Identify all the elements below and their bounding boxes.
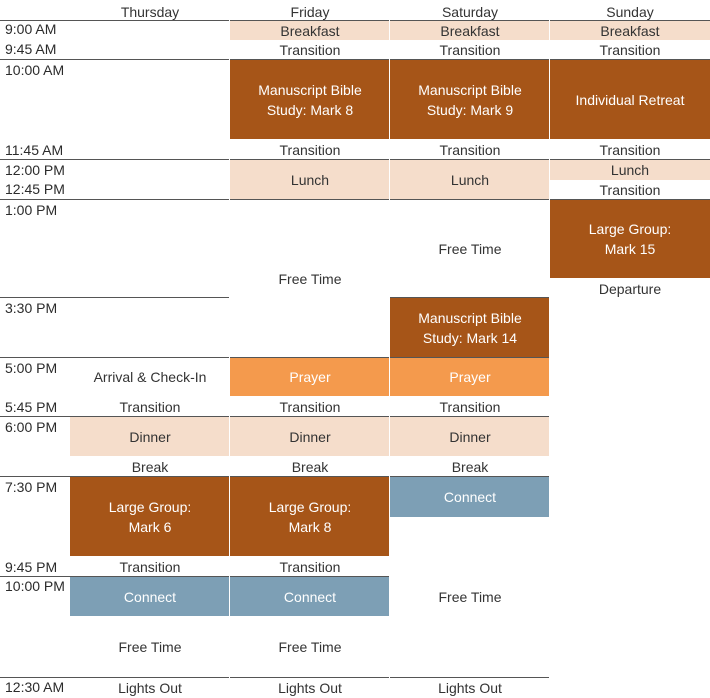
event-free-time-saturday[interactable]: Free Time <box>438 240 502 257</box>
event-dinner-friday[interactable]: Dinner <box>230 417 390 456</box>
row-divider <box>390 297 550 298</box>
event-lights-out-friday[interactable]: Lights Out <box>278 679 342 696</box>
row-divider <box>0 677 550 678</box>
event-dinner-thursday[interactable]: Dinner <box>70 417 230 456</box>
time-label: 6:00 PM <box>5 419 58 435</box>
time-label: 3:30 PM <box>5 300 58 316</box>
event-lights-out-saturday[interactable]: Lights Out <box>438 679 502 696</box>
event-prayer-friday[interactable]: Prayer <box>230 358 390 396</box>
event-free-time-friday[interactable]: Free Time <box>278 270 342 287</box>
event-large-group-mark15[interactable]: Large Group: Mark 15 <box>550 200 710 278</box>
time-label: 12:00 PM <box>5 162 65 178</box>
event-lunch-saturday[interactable]: Lunch <box>390 160 550 199</box>
event-transition-thursday[interactable]: Transition <box>119 398 181 415</box>
day-header-friday: Friday <box>290 4 330 20</box>
row-divider <box>0 416 550 417</box>
event-transition-sunday[interactable]: Transition <box>599 141 661 158</box>
column-separator <box>229 0 230 698</box>
event-breakfast-friday[interactable]: Breakfast <box>230 21 390 40</box>
event-connect-friday[interactable]: Connect <box>230 577 390 616</box>
row-divider <box>0 199 710 200</box>
time-label: 5:00 PM <box>5 360 58 376</box>
event-transition-friday[interactable]: Transition <box>279 398 341 415</box>
day-header-sunday: Sunday <box>606 4 654 20</box>
event-lunch-friday[interactable]: Lunch <box>230 160 390 199</box>
event-manuscript-study-mark8[interactable]: Manuscript Bible Study: Mark 8 <box>230 60 390 139</box>
time-label: 11:45 AM <box>5 142 64 158</box>
event-break-friday[interactable]: Break <box>291 458 329 475</box>
event-connect-saturday[interactable]: Connect <box>390 477 550 517</box>
row-divider <box>0 159 710 160</box>
event-transition-saturday[interactable]: Transition <box>439 141 501 158</box>
row-divider <box>0 297 230 298</box>
day-header-thursday: Thursday <box>120 4 180 20</box>
event-departure[interactable]: Departure <box>598 280 662 297</box>
time-label: 12:30 AM <box>5 679 65 695</box>
event-free-time-saturday-night[interactable]: Free Time <box>438 589 502 605</box>
day-header-saturday: Saturday <box>441 4 499 20</box>
time-label: 12:45 PM <box>5 181 65 197</box>
row-divider <box>0 576 390 577</box>
time-label: 5:45 PM <box>5 399 58 415</box>
time-label: 10:00 AM <box>5 62 65 78</box>
event-prayer-saturday[interactable]: Prayer <box>390 358 550 396</box>
event-arrival-checkin[interactable]: Arrival & Check-In <box>93 369 207 385</box>
time-label: 7:30 PM <box>5 479 58 495</box>
event-large-group-mark8[interactable]: Large Group: Mark 8 <box>230 477 390 556</box>
event-transition-saturday[interactable]: Transition <box>439 398 501 415</box>
column-separator <box>389 0 390 698</box>
time-label: 1:00 PM <box>5 202 58 218</box>
time-label: 10:00 PM <box>5 578 65 594</box>
event-manuscript-study-mark14[interactable]: Manuscript Bible Study: Mark 14 <box>390 298 550 357</box>
event-dinner-saturday[interactable]: Dinner <box>390 417 550 456</box>
event-break-saturday[interactable]: Break <box>451 458 489 475</box>
row-divider <box>0 59 710 60</box>
event-breakfast-sunday[interactable]: Breakfast <box>550 21 710 40</box>
event-lunch-sunday[interactable]: Lunch <box>550 160 710 180</box>
event-transition-thursday[interactable]: Transition <box>119 558 181 575</box>
event-free-time-friday-night[interactable]: Free Time <box>278 638 342 655</box>
event-lights-out-thursday[interactable]: Lights Out <box>118 679 182 696</box>
event-large-group-mark6[interactable]: Large Group: Mark 6 <box>70 477 230 556</box>
column-separator <box>549 0 550 698</box>
row-divider <box>0 476 550 477</box>
time-label: 9:45 PM <box>5 559 58 575</box>
event-manuscript-study-mark9[interactable]: Manuscript Bible Study: Mark 9 <box>390 60 550 139</box>
event-transition-friday[interactable]: Transition <box>279 141 341 158</box>
event-break-thursday[interactable]: Break <box>131 458 169 475</box>
event-transition-sunday[interactable]: Transition <box>599 181 661 198</box>
event-breakfast-saturday[interactable]: Breakfast <box>390 21 550 40</box>
event-free-time-thursday[interactable]: Free Time <box>118 638 182 655</box>
event-transition-friday[interactable]: Transition <box>279 558 341 575</box>
time-label: 9:00 AM <box>5 21 57 37</box>
event-transition-sunday[interactable]: Transition <box>599 41 661 58</box>
time-label: 9:45 AM <box>5 41 57 57</box>
event-transition-friday[interactable]: Transition <box>279 41 341 58</box>
event-connect-thursday[interactable]: Connect <box>70 577 230 616</box>
event-transition-saturday[interactable]: Transition <box>439 41 501 58</box>
row-divider <box>0 20 710 21</box>
event-individual-retreat[interactable]: Individual Retreat <box>550 60 710 139</box>
row-divider <box>0 357 550 358</box>
